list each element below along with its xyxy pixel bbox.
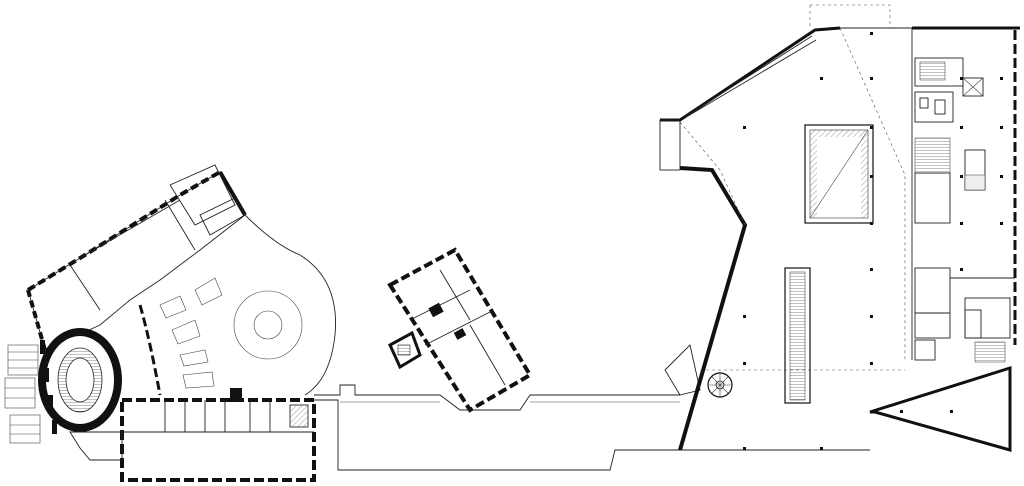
- atrium-void: [804, 124, 874, 224]
- long-stair: [784, 267, 811, 404]
- terrace: [314, 344, 701, 471]
- portico: [4, 340, 57, 444]
- central-pavilion: [387, 247, 533, 413]
- spiral-stair: [707, 372, 733, 398]
- rotunda-circle-outer: [233, 290, 303, 360]
- west-wing-rotated-block: [26, 164, 247, 351]
- east-service-bar: [911, 26, 1020, 363]
- exhibition-furniture: [159, 277, 223, 389]
- structural-columns: [743, 32, 1003, 450]
- west-wing-lower-block: [69, 388, 316, 482]
- west-wing: [4, 164, 336, 482]
- oval-staircase: [38, 328, 122, 432]
- rotunda-outline: [244, 214, 336, 396]
- rotunda-circle-inner: [253, 310, 283, 340]
- curved-gallery-wall: [138, 304, 162, 396]
- east-wing: [659, 4, 1020, 452]
